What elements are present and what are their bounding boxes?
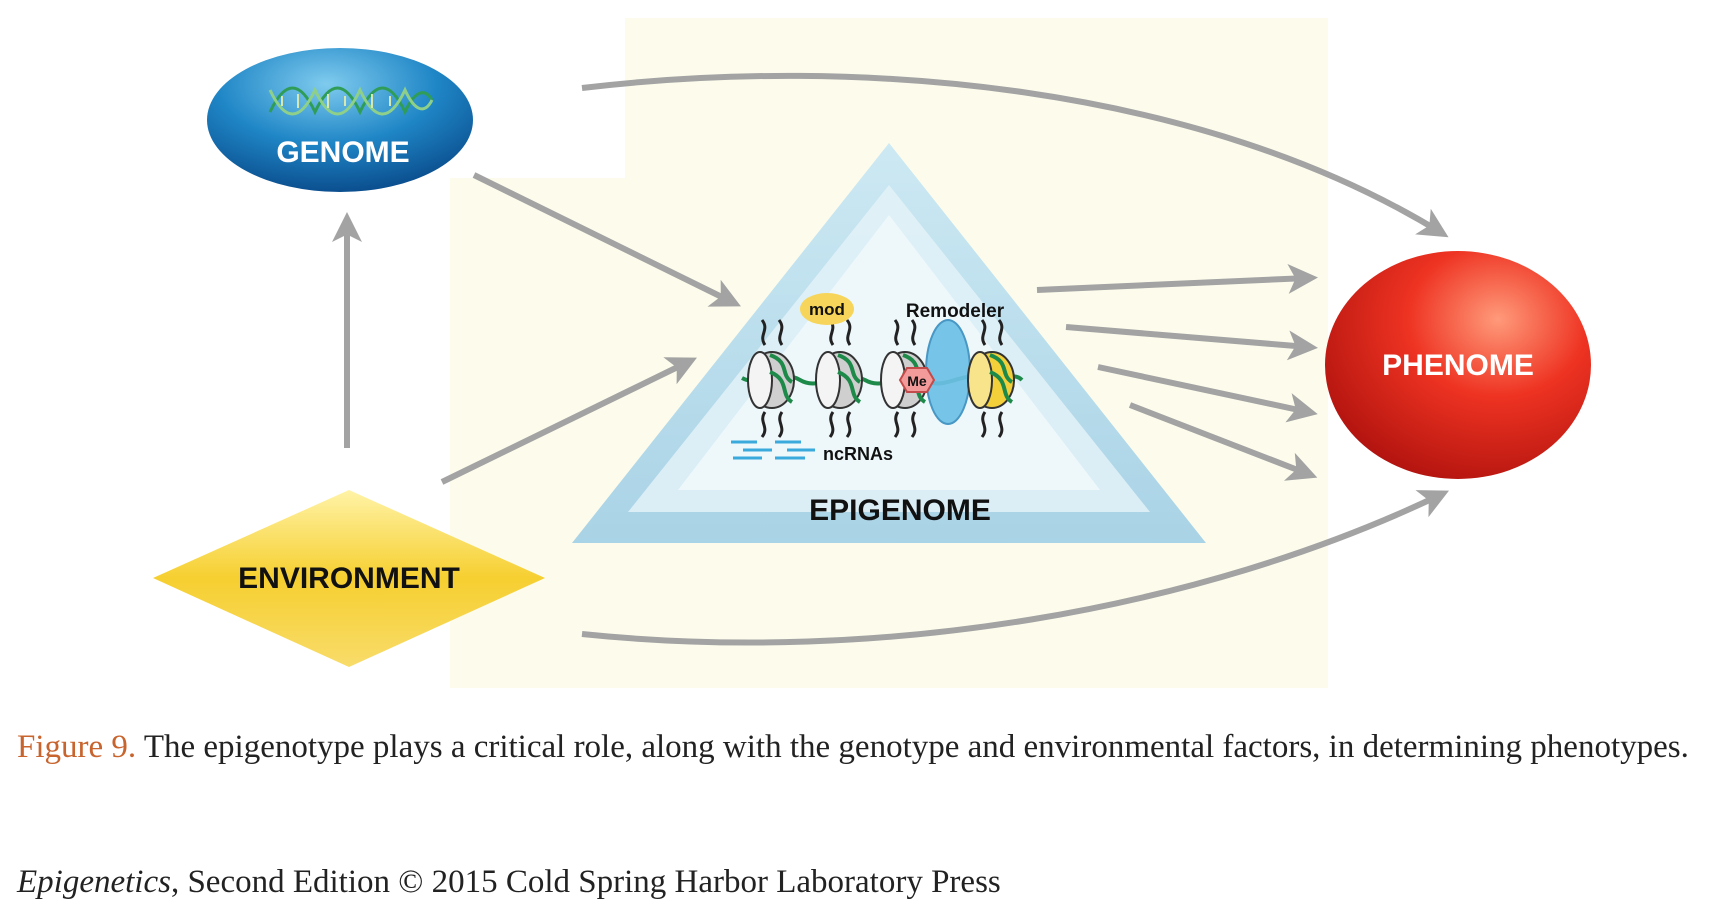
arrow-epigenome-to-phenome-1: [1036, 263, 1318, 294]
arrow-genome-to-epigenome: [472, 172, 741, 307]
figure-caption: Figure 9. The epigenotype plays a critic…: [17, 726, 1717, 769]
genome-node: [207, 48, 473, 192]
nucleosome: [747, 319, 795, 438]
publication-credit: Epigenetics, Second Edition © 2015 Cold …: [17, 862, 1717, 902]
figure-number: Figure 9.: [17, 729, 137, 765]
nucleosome: [815, 319, 863, 438]
phenome-node: [1325, 251, 1591, 479]
ncrnas-label: ncRNAs: [823, 444, 893, 464]
genome-label: GENOME: [276, 136, 409, 169]
ncrna-strands: [731, 440, 815, 460]
environment-label: ENVIRONMENT: [238, 562, 460, 595]
environment-node: [153, 490, 545, 667]
epigenome-label: EPIGENOME: [809, 494, 991, 527]
arrow-genome-to-phenome: [581, 72, 1449, 238]
epigenetics-diagram: GENOME ENVIRONMENT EPIGENOME PHENOME mod…: [153, 18, 1591, 688]
me-badge: [898, 367, 936, 393]
arrow-environment-to-phenome: [581, 490, 1450, 646]
arrow-epigenome-to-phenome-4: [1128, 402, 1318, 481]
dna-helix-icon: [268, 86, 434, 116]
remodeler-label: Remodeler: [906, 301, 1005, 322]
me-label: Me: [907, 373, 927, 389]
remodeler-shape: [925, 319, 971, 425]
arrow-epigenome-to-phenome-2: [1065, 324, 1318, 361]
arrow-epigenome-to-phenome-3: [1097, 364, 1318, 423]
phenome-label: PHENOME: [1382, 349, 1534, 382]
mod-label: mod: [809, 300, 845, 319]
nucleosome: [967, 319, 1015, 438]
nucleosome-array: [731, 293, 1024, 460]
mod-badge: [800, 293, 854, 325]
caption-text: The epigenotype plays a critical role, a…: [136, 729, 1689, 765]
book-title: Epigenetics: [17, 864, 171, 900]
credit-text: , Second Edition © 2015 Cold Spring Harb…: [170, 864, 1001, 900]
arrow-environment-to-epigenome: [440, 357, 697, 485]
